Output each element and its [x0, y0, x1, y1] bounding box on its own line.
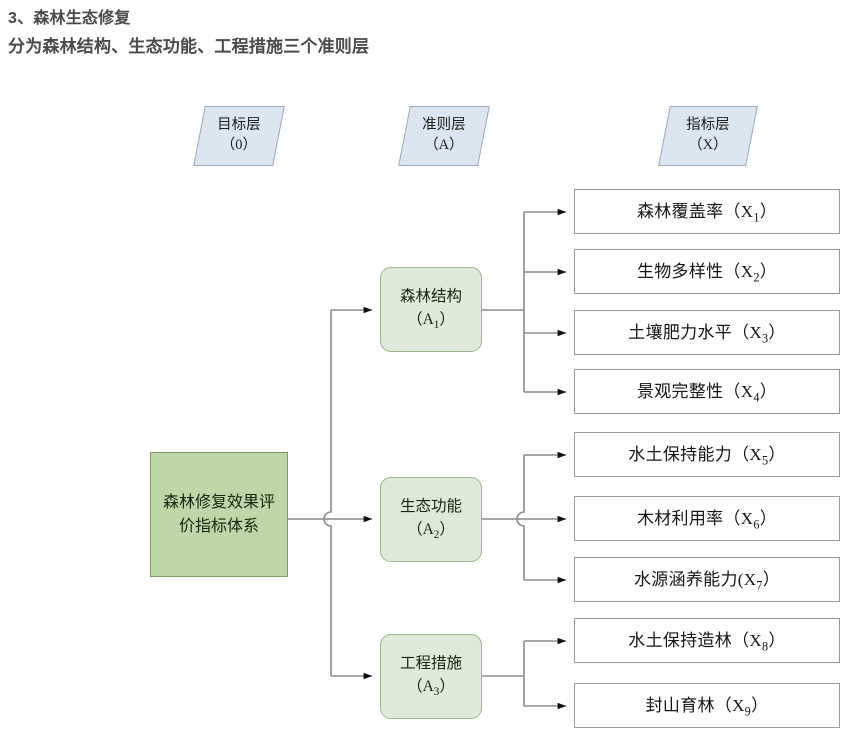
- indicator-node-x5-label: 水土保持能力（X5）: [628, 445, 786, 468]
- layer-tag-goal-line1: 目标层: [217, 117, 261, 134]
- indicator-node-x4[interactable]: 景观完整性（X4）: [574, 369, 840, 414]
- layer-tag-criterion-line1: 准则层: [422, 117, 466, 134]
- layer-tag-criterion-text: 准则层 （A）: [422, 116, 466, 155]
- layer-tag-goal-text: 目标层 （0）: [217, 116, 261, 155]
- indicator-node-x8[interactable]: 水土保持造林（X8）: [574, 618, 840, 663]
- indicator-node-x2[interactable]: 生物多样性（X2）: [574, 249, 840, 294]
- indicator-node-x6-label: 木材利用率（X6）: [636, 509, 778, 532]
- layer-tag-indicator-line1: 指标层: [686, 117, 730, 134]
- indicator-node-x5[interactable]: 水土保持能力（X5）: [574, 432, 840, 477]
- criterion-node-a3-text: 工程措施 （A3）: [400, 653, 462, 700]
- criterion-node-a2-code: （A2）: [407, 520, 455, 541]
- indicator-node-x9-label: 封山育林（X9）: [645, 696, 769, 719]
- layer-tag-criterion: 准则层 （A）: [398, 106, 490, 166]
- criterion-node-a3-code: （A3）: [407, 677, 455, 698]
- indicator-node-x1[interactable]: 森林覆盖率（X1）: [574, 189, 840, 234]
- criterion-node-a2[interactable]: 生态功能 （A2）: [380, 477, 482, 562]
- layer-tag-indicator-line2: （X）: [688, 137, 728, 153]
- layer-tag-goal: 目标层 （0）: [193, 106, 285, 166]
- criterion-node-a1[interactable]: 森林结构 （A1）: [380, 267, 482, 352]
- indicator-node-x3[interactable]: 土壤肥力水平（X3）: [574, 310, 840, 355]
- layer-tag-indicator-text: 指标层 （X）: [686, 116, 730, 155]
- criterion-node-a3-label: 工程措施: [399, 655, 462, 673]
- layer-tag-goal-line2: （0）: [220, 137, 258, 153]
- goal-node-label: 森林修复效果评价指标体系: [162, 494, 275, 535]
- indicator-node-x2-label: 生物多样性（X2）: [636, 262, 778, 285]
- layer-tag-criterion-line2: （A）: [424, 137, 464, 153]
- indicator-node-x4-label: 景观完整性（X4）: [636, 382, 778, 405]
- goal-node[interactable]: 森林修复效果评价指标体系: [150, 452, 288, 577]
- criterion-node-a1-code: （A1）: [407, 310, 455, 331]
- indicator-node-x3-label: 土壤肥力水平（X3）: [628, 323, 786, 346]
- indicator-node-x6[interactable]: 木材利用率（X6）: [574, 496, 840, 541]
- page-subtitle: 分为森林结构、生态功能、工程措施三个准则层: [8, 37, 370, 56]
- criterion-node-a2-text: 生态功能 （A2）: [400, 496, 462, 543]
- page-title: 3、森林生态修复: [8, 10, 131, 27]
- indicator-node-x1-label: 森林覆盖率（X1）: [636, 202, 778, 225]
- layer-tag-indicator: 指标层 （X）: [658, 106, 758, 166]
- indicator-node-x9[interactable]: 封山育林（X9）: [574, 683, 840, 728]
- criterion-node-a2-label: 生态功能: [399, 498, 462, 516]
- criterion-node-a3[interactable]: 工程措施 （A3）: [380, 634, 482, 719]
- criterion-node-a1-text: 森林结构 （A1）: [400, 286, 462, 333]
- indicator-node-x7[interactable]: 水源涵养能力(X7）: [574, 557, 840, 602]
- indicator-node-x8-label: 水土保持造林（X8）: [628, 631, 786, 654]
- indicator-node-x7-label: 水源涵养能力(X7）: [633, 570, 781, 593]
- criterion-node-a1-label: 森林结构: [399, 288, 462, 306]
